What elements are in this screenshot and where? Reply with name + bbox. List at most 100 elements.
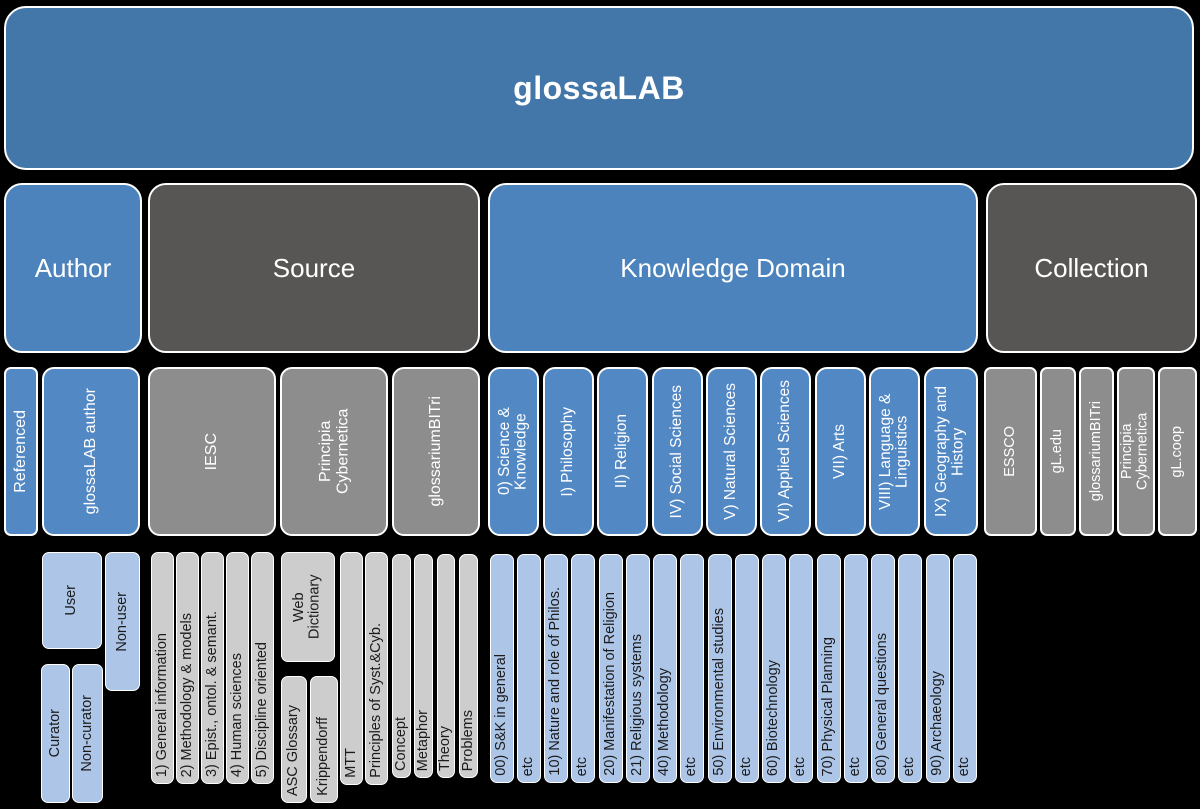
kd-subdivision-label: etc bbox=[683, 756, 700, 776]
bitri-section-column: Theory bbox=[437, 554, 455, 778]
iesc-section-label: 4) Human sciences bbox=[228, 652, 245, 777]
kd-column-social-sciences: IV) Social Sciences bbox=[652, 367, 703, 536]
kd-subdivision-column: etc bbox=[517, 554, 541, 783]
non-curator-label: Non-curator bbox=[78, 695, 95, 772]
kd-subdivision-label: 21) Religious systems bbox=[629, 634, 646, 776]
collection-column-label: gL.coop bbox=[1168, 425, 1185, 478]
krippendorff-label: Krippendorff bbox=[315, 717, 332, 796]
web-dictionary-label: Web Dictionary bbox=[291, 574, 323, 640]
bitri-section-label: Theory bbox=[437, 725, 454, 771]
bitri-section-label: Metaphor bbox=[414, 709, 431, 771]
kd-subdivision-label: 50) Environmental studies bbox=[711, 608, 728, 776]
kd-column-applied-sciences: VI) Applied Sciences bbox=[760, 367, 811, 536]
bitri-section-column: Concept bbox=[392, 554, 411, 778]
principia-cybernetica-label: Principia Cybernetica bbox=[316, 408, 351, 495]
kd-subdivision-label: etc bbox=[792, 756, 809, 776]
iesc-section-column: 3) Epist., ontol. & semant. bbox=[201, 552, 224, 784]
mtt-column: MTT bbox=[340, 552, 363, 785]
iesc-label: IESC bbox=[203, 432, 221, 471]
author-type-referenced-column: Referenced bbox=[4, 367, 38, 536]
source-column-iesc: IESC bbox=[148, 367, 276, 536]
title-banner: glossaLAB bbox=[4, 6, 1194, 170]
kd-subdivision-label: 10) Nature and role of Philos. bbox=[547, 587, 564, 776]
iesc-section-column: 4) Human sciences bbox=[226, 552, 249, 784]
author-header-label: Author bbox=[34, 252, 112, 283]
collection-column-label: gL.edu bbox=[1049, 429, 1066, 474]
kd-subdivision-label: 90) Archaeology bbox=[929, 671, 946, 776]
glossalab-author-label: glossaLAB author bbox=[82, 388, 100, 515]
kd-subdivision-label: etc bbox=[520, 756, 537, 776]
kd-subdivision-column: 00) S&K in general bbox=[490, 554, 514, 783]
asc-glossary-column: ASC Glossary bbox=[281, 676, 307, 803]
knowledge-domain-header: Knowledge Domain bbox=[488, 183, 978, 353]
kd-subdivision-label: 60) Biotechnology bbox=[765, 659, 782, 776]
kd-column-label: VI) Applied Sciences bbox=[776, 380, 794, 523]
kd-column-label: VIII) Language & Linguistics bbox=[876, 393, 911, 510]
kd-subdivision-column: etc bbox=[844, 554, 868, 783]
kd-subdivision-column: etc bbox=[735, 554, 759, 783]
kd-subdivision-column: etc bbox=[898, 554, 922, 783]
kd-column-label: II) Religion bbox=[613, 414, 631, 489]
kd-subdivision-label: etc bbox=[847, 756, 864, 776]
kd-subdivision-column: 10) Nature and role of Philos. bbox=[544, 554, 568, 783]
kd-subdivision-label: etc bbox=[956, 756, 973, 776]
source-column-principia-cybernetica: Principia Cybernetica bbox=[280, 367, 388, 536]
kd-subdivision-column: etc bbox=[789, 554, 813, 783]
collection-column-label: Principia Cybernetica bbox=[1119, 412, 1151, 491]
kd-subdivision-label: 20) Manifestation of Religion bbox=[602, 592, 619, 776]
bitri-section-label: Problems bbox=[459, 709, 476, 771]
glossariumbitri-label: glossariumBITri bbox=[427, 396, 445, 507]
kd-subdivision-label: etc bbox=[738, 756, 755, 776]
kd-subdivision-column: 40) Methodology bbox=[653, 554, 677, 783]
kd-column-religion: II) Religion bbox=[597, 367, 648, 536]
kd-column-science-knowledge: 0) Science & Knowledge bbox=[488, 367, 539, 536]
krippendorff-column: Krippendorff bbox=[310, 676, 338, 803]
kd-column-label: 0) Science & Knowledge bbox=[495, 407, 530, 496]
kd-column-philosophy: I) Philosophy bbox=[543, 367, 594, 536]
iesc-section-column: 1) General information bbox=[151, 552, 174, 784]
kd-column-geography-history: IX) Geography and History bbox=[924, 367, 978, 536]
user-label: User bbox=[63, 585, 80, 616]
bitri-section-column: Problems bbox=[459, 554, 478, 778]
kd-column-label: VII) Arts bbox=[831, 423, 849, 480]
user-column: User bbox=[42, 552, 102, 649]
kd-subdivision-label: 70) Physical Planning bbox=[820, 636, 837, 776]
collection-column-principia-cybernetica: Principia Cybernetica bbox=[1117, 367, 1155, 536]
kd-column-natural-sciences: V) Natural Sciences bbox=[706, 367, 757, 536]
kd-subdivision-column: 80) General questions bbox=[871, 554, 895, 783]
kd-subdivision-label: 40) Methodology bbox=[656, 667, 673, 776]
kd-subdivision-column: 70) Physical Planning bbox=[817, 554, 841, 783]
knowledge-domain-header-label: Knowledge Domain bbox=[620, 252, 846, 283]
principles-syst-cyb-column: Principles of Syst.&Cyb. bbox=[365, 552, 388, 785]
iesc-section-column: 2) Methodology & models bbox=[176, 552, 199, 784]
kd-subdivision-label: 00) S&K in general bbox=[493, 654, 510, 776]
collection-column-glcoop: gL.coop bbox=[1158, 367, 1197, 536]
iesc-section-label: 5) Discipline oriented bbox=[253, 641, 270, 777]
mtt-label: MTT bbox=[342, 748, 359, 778]
bitri-section-label: Concept bbox=[392, 716, 409, 771]
kd-column-label: IV) Social Sciences bbox=[668, 384, 686, 519]
kd-subdivision-column: etc bbox=[571, 554, 595, 783]
source-header: Source bbox=[148, 183, 480, 353]
kd-subdivision-label: etc bbox=[901, 756, 918, 776]
kd-column-label: I) Philosophy bbox=[559, 406, 577, 497]
iesc-section-label: 3) Epist., ontol. & semant. bbox=[203, 610, 220, 777]
kd-subdivision-label: 80) General questions bbox=[874, 633, 891, 776]
collection-column-glossariumbitri: glossariumBITri bbox=[1079, 367, 1114, 536]
non-user-column: Non-user bbox=[105, 552, 140, 691]
kd-column-language-linguistics: VIII) Language & Linguistics bbox=[869, 367, 920, 536]
non-curator-column: Non-curator bbox=[72, 664, 103, 803]
source-header-label: Source bbox=[272, 252, 356, 283]
author-header: Author bbox=[4, 183, 142, 353]
collection-header-label: Collection bbox=[1034, 252, 1149, 283]
kd-column-arts: VII) Arts bbox=[815, 367, 866, 536]
author-type-glossalab-author-column: glossaLAB author bbox=[42, 367, 140, 536]
kd-subdivision-column: etc bbox=[953, 554, 977, 783]
collection-header: Collection bbox=[986, 183, 1197, 353]
asc-glossary-label: ASC Glossary bbox=[285, 704, 302, 796]
iesc-section-column: 5) Discipline oriented bbox=[251, 552, 274, 784]
curator-column: Curator bbox=[41, 664, 70, 803]
kd-subdivision-column: etc bbox=[680, 554, 704, 783]
title-label: glossaLAB bbox=[513, 69, 685, 106]
